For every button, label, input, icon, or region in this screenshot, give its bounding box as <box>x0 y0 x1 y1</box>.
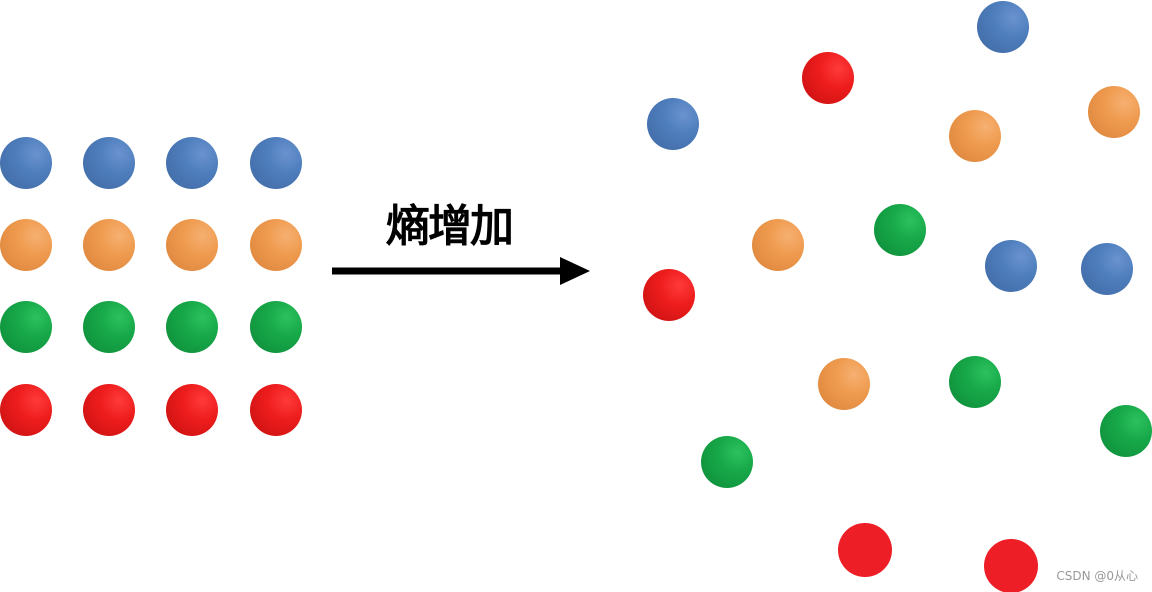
scattered-ball-orange <box>949 110 1001 162</box>
scattered-ball-red <box>838 523 892 577</box>
ordered-ball-red <box>166 384 218 436</box>
ordered-ball-orange <box>166 219 218 271</box>
scattered-ball-green <box>1100 405 1152 457</box>
scattered-ball-blue <box>1081 243 1133 295</box>
ordered-ball-green <box>83 301 135 353</box>
ordered-ball-blue <box>166 137 218 189</box>
scattered-ball-blue <box>647 98 699 150</box>
entropy-increase-label: 熵增加 <box>386 201 514 252</box>
watermark: CSDN @0从心 <box>1056 569 1138 583</box>
ordered-ball-green <box>250 301 302 353</box>
ordered-ball-blue <box>250 137 302 189</box>
ordered-ball-orange <box>250 219 302 271</box>
ordered-ball-orange <box>83 219 135 271</box>
ordered-ball-orange <box>0 219 52 271</box>
ordered-ball-red <box>83 384 135 436</box>
scattered-ball-green <box>701 436 753 488</box>
scattered-ball-green <box>874 204 926 256</box>
ordered-ball-green <box>166 301 218 353</box>
scattered-ball-orange <box>1088 86 1140 138</box>
scattered-ball-blue <box>985 240 1037 292</box>
ordered-ball-green <box>0 301 52 353</box>
ordered-ball-red <box>250 384 302 436</box>
scattered-ball-orange <box>818 358 870 410</box>
scattered-ball-red <box>802 52 854 104</box>
scattered-ball-blue <box>977 1 1029 53</box>
ordered-ball-blue <box>0 137 52 189</box>
ordered-ball-blue <box>83 137 135 189</box>
right-arrow-icon <box>332 257 590 285</box>
scattered-ball-orange <box>752 219 804 271</box>
scattered-ball-green <box>949 356 1001 408</box>
ordered-ball-red <box>0 384 52 436</box>
scattered-ball-red <box>643 269 695 321</box>
scattered-ball-red <box>984 539 1038 592</box>
